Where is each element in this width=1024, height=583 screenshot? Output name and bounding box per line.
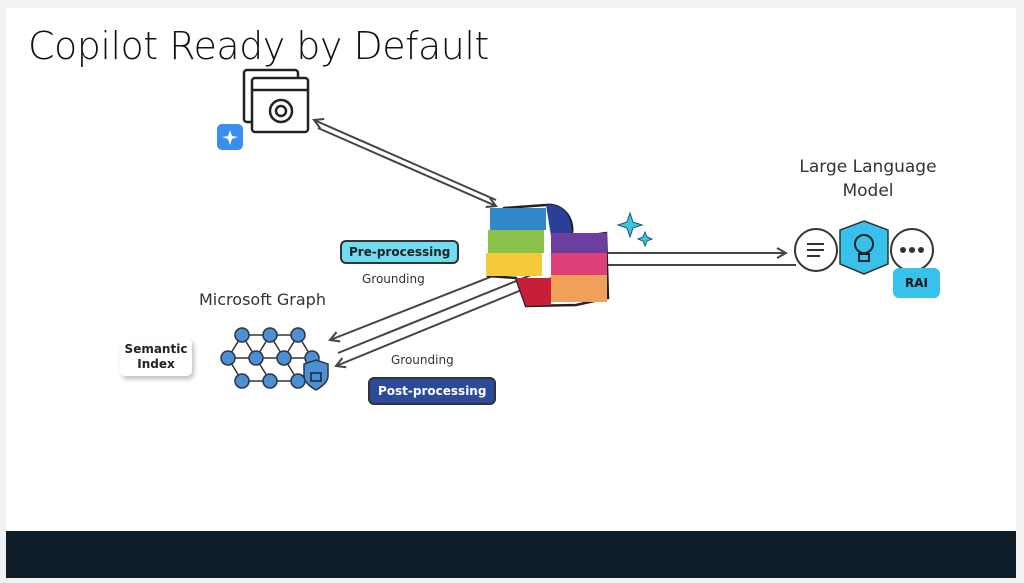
ellipsis-bubble-icon	[890, 228, 934, 272]
grounding-label-top: Grounding	[362, 272, 425, 286]
lightbulb-icon	[839, 220, 889, 275]
pre-processing-badge: Pre-processing	[340, 240, 460, 264]
microsoft-graph-label: Microsoft Graph	[199, 290, 326, 309]
network-graph-icon	[220, 327, 320, 389]
copilot-sparkle-icon	[217, 124, 243, 150]
grounding-label-bottom: Grounding	[391, 353, 454, 367]
sparkle-icon	[616, 211, 654, 248]
diagram-graphics	[217, 68, 934, 391]
slide: Copilot Ready by Default Large Language …	[6, 8, 1016, 531]
slide-title: Copilot Ready by Default	[28, 24, 489, 68]
copilot-logo	[486, 203, 610, 308]
chat-bubble-icon	[794, 228, 838, 272]
shield-lock-icon	[303, 359, 329, 391]
footer-bar	[6, 531, 1016, 578]
app-settings-icon	[242, 68, 310, 134]
llm-label: Large Language Model	[799, 157, 937, 201]
arrow-app-copilot	[314, 120, 496, 206]
semantic-index-card: Semantic Index	[120, 338, 192, 376]
post-processing-badge: Post-processing	[368, 377, 497, 405]
rai-badge: RAI	[893, 268, 940, 298]
